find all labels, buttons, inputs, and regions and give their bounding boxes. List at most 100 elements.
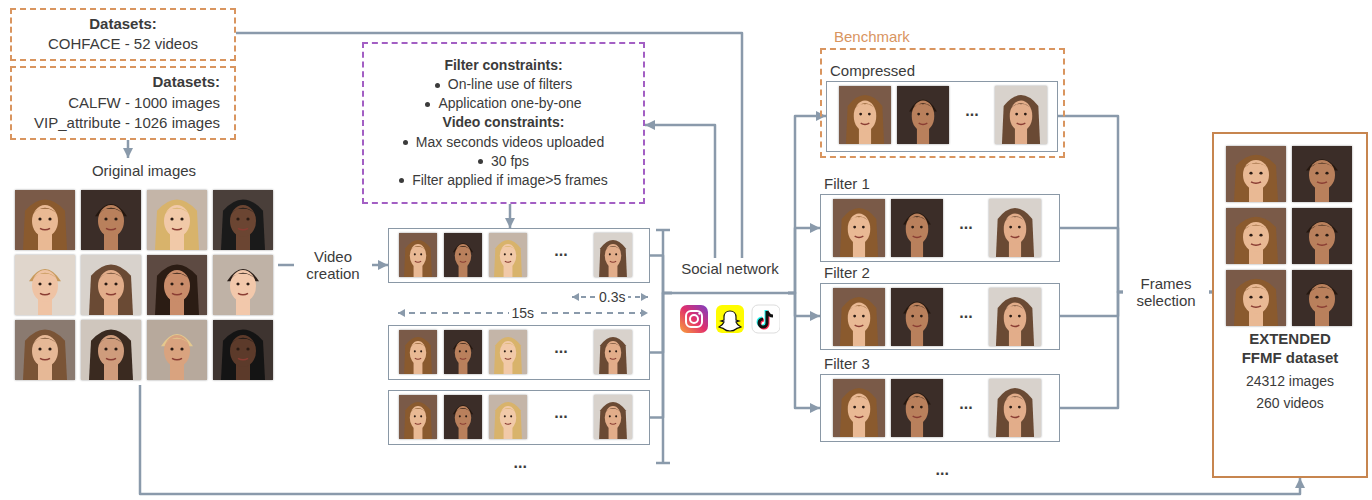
bullet-dot bbox=[399, 178, 404, 183]
face-part bbox=[455, 246, 471, 251]
frames-frame: ... bbox=[826, 81, 1058, 152]
face-part bbox=[609, 350, 611, 352]
face-part bbox=[98, 335, 124, 367]
face-part bbox=[489, 395, 527, 439]
face-part bbox=[505, 358, 511, 359]
box-text: VIP_attribute - 1026 images bbox=[22, 113, 220, 133]
face-part bbox=[848, 396, 871, 402]
photo-cell bbox=[15, 320, 75, 380]
face-part bbox=[147, 320, 207, 380]
face-part bbox=[238, 293, 248, 294]
face-part bbox=[500, 244, 516, 267]
photo-cell bbox=[81, 320, 141, 380]
face-part bbox=[1243, 222, 1269, 252]
photo-cell bbox=[891, 379, 943, 437]
photo-cell bbox=[399, 330, 437, 374]
face-part bbox=[1018, 406, 1021, 409]
bullet-line: Filter applied if image>5 frames bbox=[374, 171, 633, 190]
face-part bbox=[459, 415, 461, 417]
face-part bbox=[906, 214, 929, 245]
face-part bbox=[444, 330, 482, 374]
face-photo bbox=[399, 330, 437, 374]
face-part bbox=[1004, 214, 1027, 245]
video-strip: ... bbox=[388, 228, 650, 283]
connector bbox=[1058, 116, 1212, 292]
bullet-dot bbox=[403, 140, 408, 145]
face-part bbox=[605, 406, 621, 429]
dataset-count: 24312 images bbox=[1214, 373, 1366, 389]
face-photo bbox=[891, 288, 943, 346]
face-part bbox=[906, 305, 929, 311]
face-part bbox=[465, 253, 467, 255]
face-part bbox=[15, 320, 75, 380]
face-part bbox=[104, 348, 107, 351]
face-part bbox=[415, 423, 421, 424]
face-part bbox=[1243, 163, 1269, 169]
ellipsis-label: ... bbox=[933, 461, 952, 479]
face-part bbox=[605, 408, 621, 413]
face-photo bbox=[1226, 146, 1286, 202]
face-part bbox=[246, 218, 249, 221]
face-part bbox=[1004, 305, 1027, 311]
filter-box: Filter 3... bbox=[820, 355, 1060, 442]
face-part bbox=[415, 358, 421, 359]
photo-cell bbox=[891, 288, 943, 346]
face-part bbox=[1243, 287, 1269, 293]
face-photo bbox=[444, 330, 482, 374]
face-part bbox=[868, 113, 871, 116]
bullet-line: 30 fps bbox=[374, 152, 633, 171]
face-part bbox=[1292, 146, 1352, 202]
face-part bbox=[1015, 113, 1018, 116]
constraints-box: Filter constraints:On-line use of filter… bbox=[362, 42, 645, 204]
face-part bbox=[891, 379, 943, 437]
face-part bbox=[906, 216, 929, 222]
face-part bbox=[455, 341, 471, 364]
face-part bbox=[106, 293, 116, 294]
face-part bbox=[414, 350, 416, 352]
face-part bbox=[1011, 416, 1020, 417]
face-part bbox=[609, 253, 611, 255]
face-photo bbox=[81, 320, 141, 380]
face-part bbox=[1292, 208, 1352, 264]
bullet-text: Filter applied if image>5 frames bbox=[412, 172, 608, 188]
face-part bbox=[48, 283, 51, 286]
face-part bbox=[1234, 155, 1278, 202]
face-part bbox=[995, 86, 1047, 144]
face-photo bbox=[15, 255, 75, 315]
face-part bbox=[840, 208, 878, 257]
icon-part bbox=[686, 311, 702, 327]
face-part bbox=[1309, 163, 1335, 169]
ellipsis: ... bbox=[945, 304, 987, 322]
face-part bbox=[172, 293, 182, 294]
face-part bbox=[897, 86, 949, 144]
photo-cell bbox=[15, 255, 75, 315]
ellipsis-label: ... bbox=[511, 454, 530, 472]
bullet-line: Application one-by-one bbox=[374, 94, 633, 113]
face-photo bbox=[833, 199, 885, 257]
icon-part bbox=[698, 312, 700, 314]
photo-cell bbox=[839, 86, 891, 144]
face-part bbox=[1309, 160, 1335, 190]
face-part bbox=[230, 208, 256, 215]
face-part bbox=[1004, 216, 1027, 222]
icon-part bbox=[680, 305, 708, 333]
face-photo bbox=[147, 190, 207, 250]
box-text: COHFACE - 52 videos bbox=[22, 34, 224, 54]
face-part bbox=[911, 406, 914, 409]
box-heading: Video constraints: bbox=[374, 113, 633, 132]
face-part bbox=[32, 338, 58, 345]
dataset-text: EXTENDED FFMF dataset24312 images260 vid… bbox=[1214, 330, 1366, 411]
ellipsis: ... bbox=[539, 242, 583, 260]
face-part bbox=[98, 205, 124, 237]
output-dataset: EXTENDED FFMF dataset24312 images260 vid… bbox=[1212, 132, 1368, 478]
benchmark-heading: Benchmark bbox=[832, 28, 912, 45]
face-part bbox=[1325, 296, 1328, 299]
face-part bbox=[1317, 244, 1327, 245]
photo-cell bbox=[891, 199, 943, 257]
face-part bbox=[848, 303, 871, 334]
ellipsis: ... bbox=[945, 395, 987, 413]
face-photo bbox=[399, 395, 437, 439]
face-part bbox=[594, 395, 632, 439]
bracket-cap bbox=[656, 229, 670, 232]
face-photo bbox=[1226, 270, 1286, 326]
